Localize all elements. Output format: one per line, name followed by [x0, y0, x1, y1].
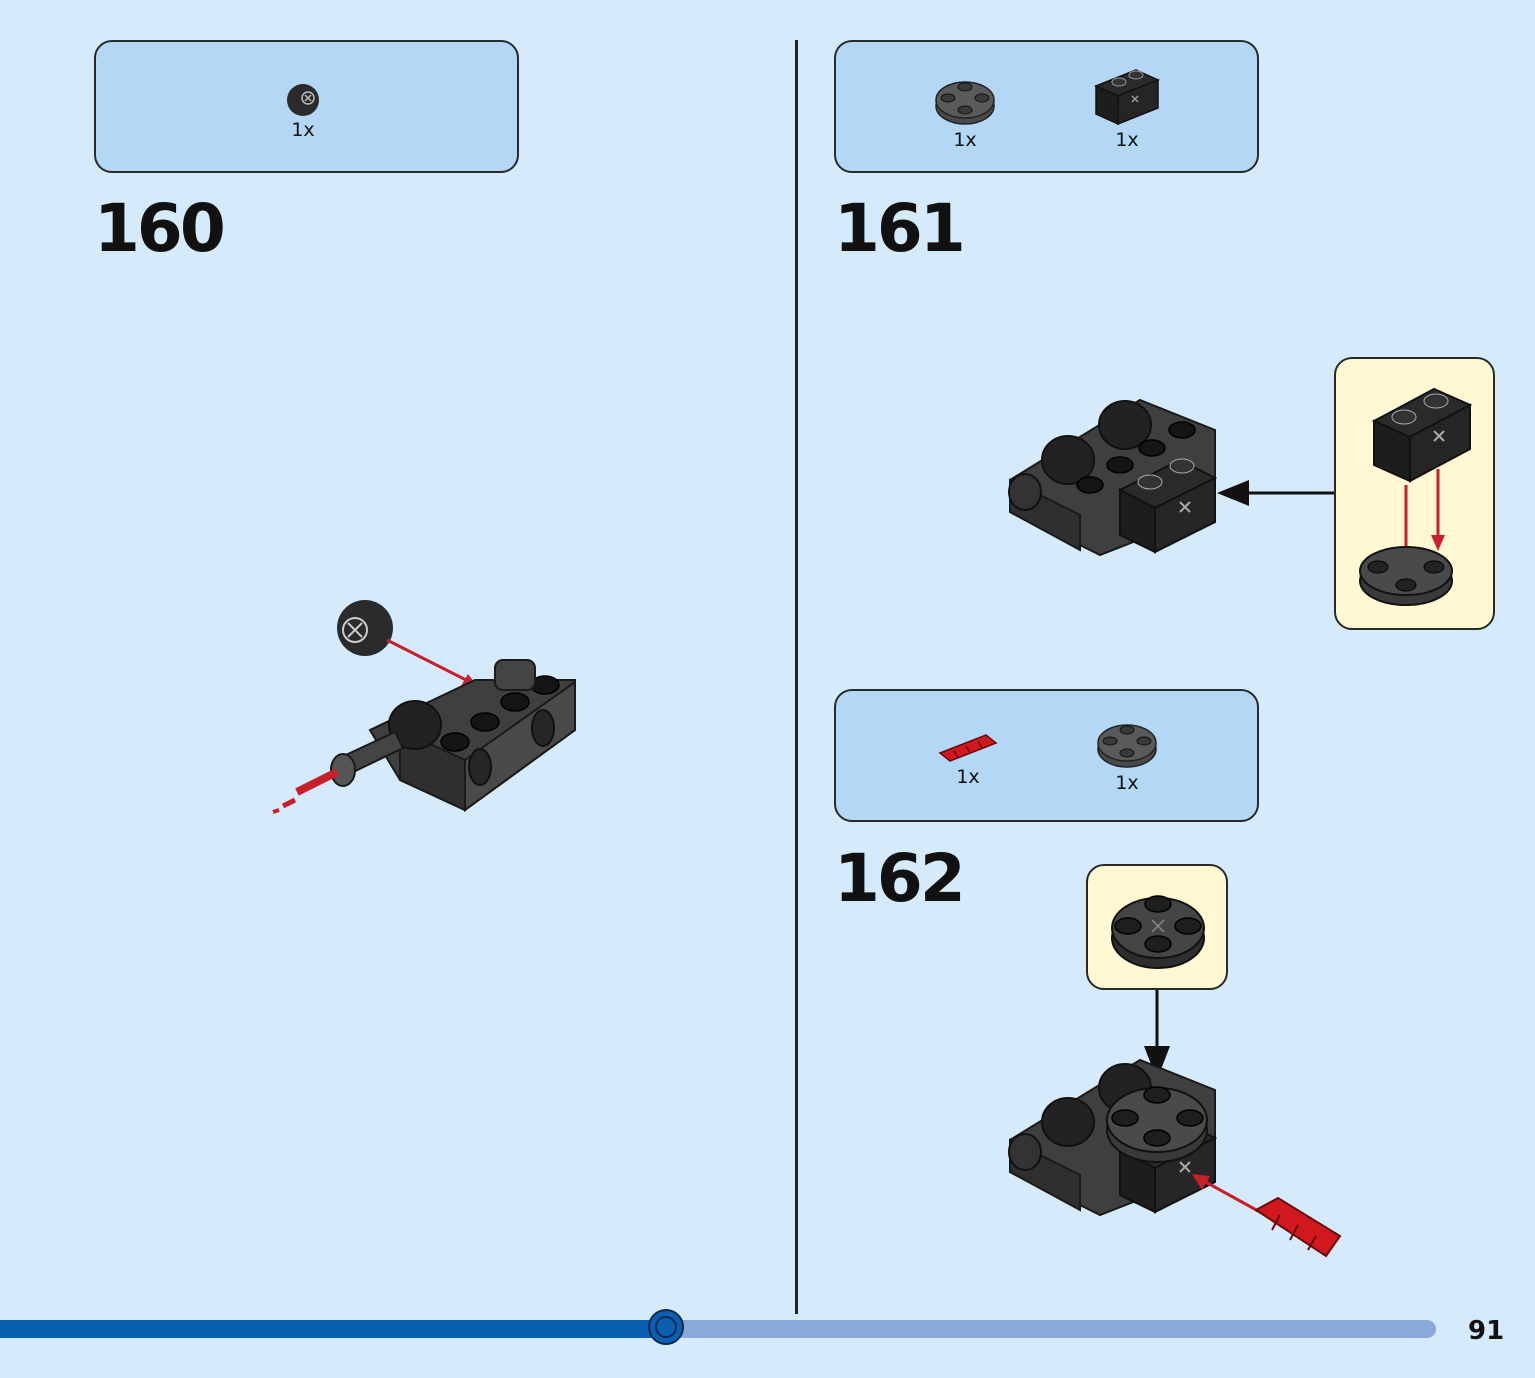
step-160-parts-box: 1x	[94, 40, 519, 173]
wheel-part-icon	[337, 600, 393, 656]
black-brick-1x2-axle-hole-icon	[1094, 69, 1160, 126]
step-162-callout	[1086, 864, 1228, 990]
sub-assembly-icon	[1359, 387, 1473, 606]
round-plate-detail-icon	[1111, 895, 1205, 969]
step-161-callout	[1334, 357, 1495, 630]
part-quantity: 1x	[291, 119, 315, 141]
part-quantity: 1x	[1115, 772, 1139, 794]
step-161-parts-box: 1x 1x	[834, 40, 1259, 173]
progress-bar-knob	[647, 1309, 684, 1345]
red-axle-pin-part	[1254, 1196, 1342, 1258]
step-161-part-round-plate: 1x	[934, 76, 996, 150]
step-161-arrow	[1217, 480, 1337, 506]
step-160-part-wheel: 1x	[284, 82, 322, 140]
page-number: 91	[1468, 1316, 1505, 1346]
instruction-progress-bar	[0, 1309, 1436, 1345]
part-quantity: 1x	[1115, 129, 1139, 151]
step-number-162: 162	[834, 840, 966, 917]
red-axle-pin-icon	[938, 734, 998, 762]
round-black-wheel-icon	[287, 84, 319, 116]
stud-group	[440, 675, 560, 752]
round-plate-2x2-icon	[1097, 724, 1157, 768]
part-quantity: 1x	[953, 129, 977, 151]
step-number-160: 160	[94, 190, 226, 267]
progress-bar-fill	[0, 1320, 668, 1338]
step-162-part-round-plate: 1x	[1096, 719, 1158, 793]
round-plate-2x2-icon	[935, 81, 995, 125]
page-divider	[795, 40, 798, 1314]
step-162-part-red-axle-pin: 1x	[936, 731, 1000, 787]
step-162-down-arrow	[1144, 990, 1170, 1080]
step-160-assembly-illustration	[272, 600, 576, 814]
step-number-161: 161	[834, 190, 966, 267]
step-162-assembly-illustration	[1008, 1058, 1342, 1258]
step-162-parts-box: 1x 1x	[834, 689, 1259, 822]
part-quantity: 1x	[956, 766, 980, 788]
step-161-part-black-brick: 1x	[1092, 64, 1162, 150]
step-161-assembly-illustration	[1008, 398, 1218, 557]
